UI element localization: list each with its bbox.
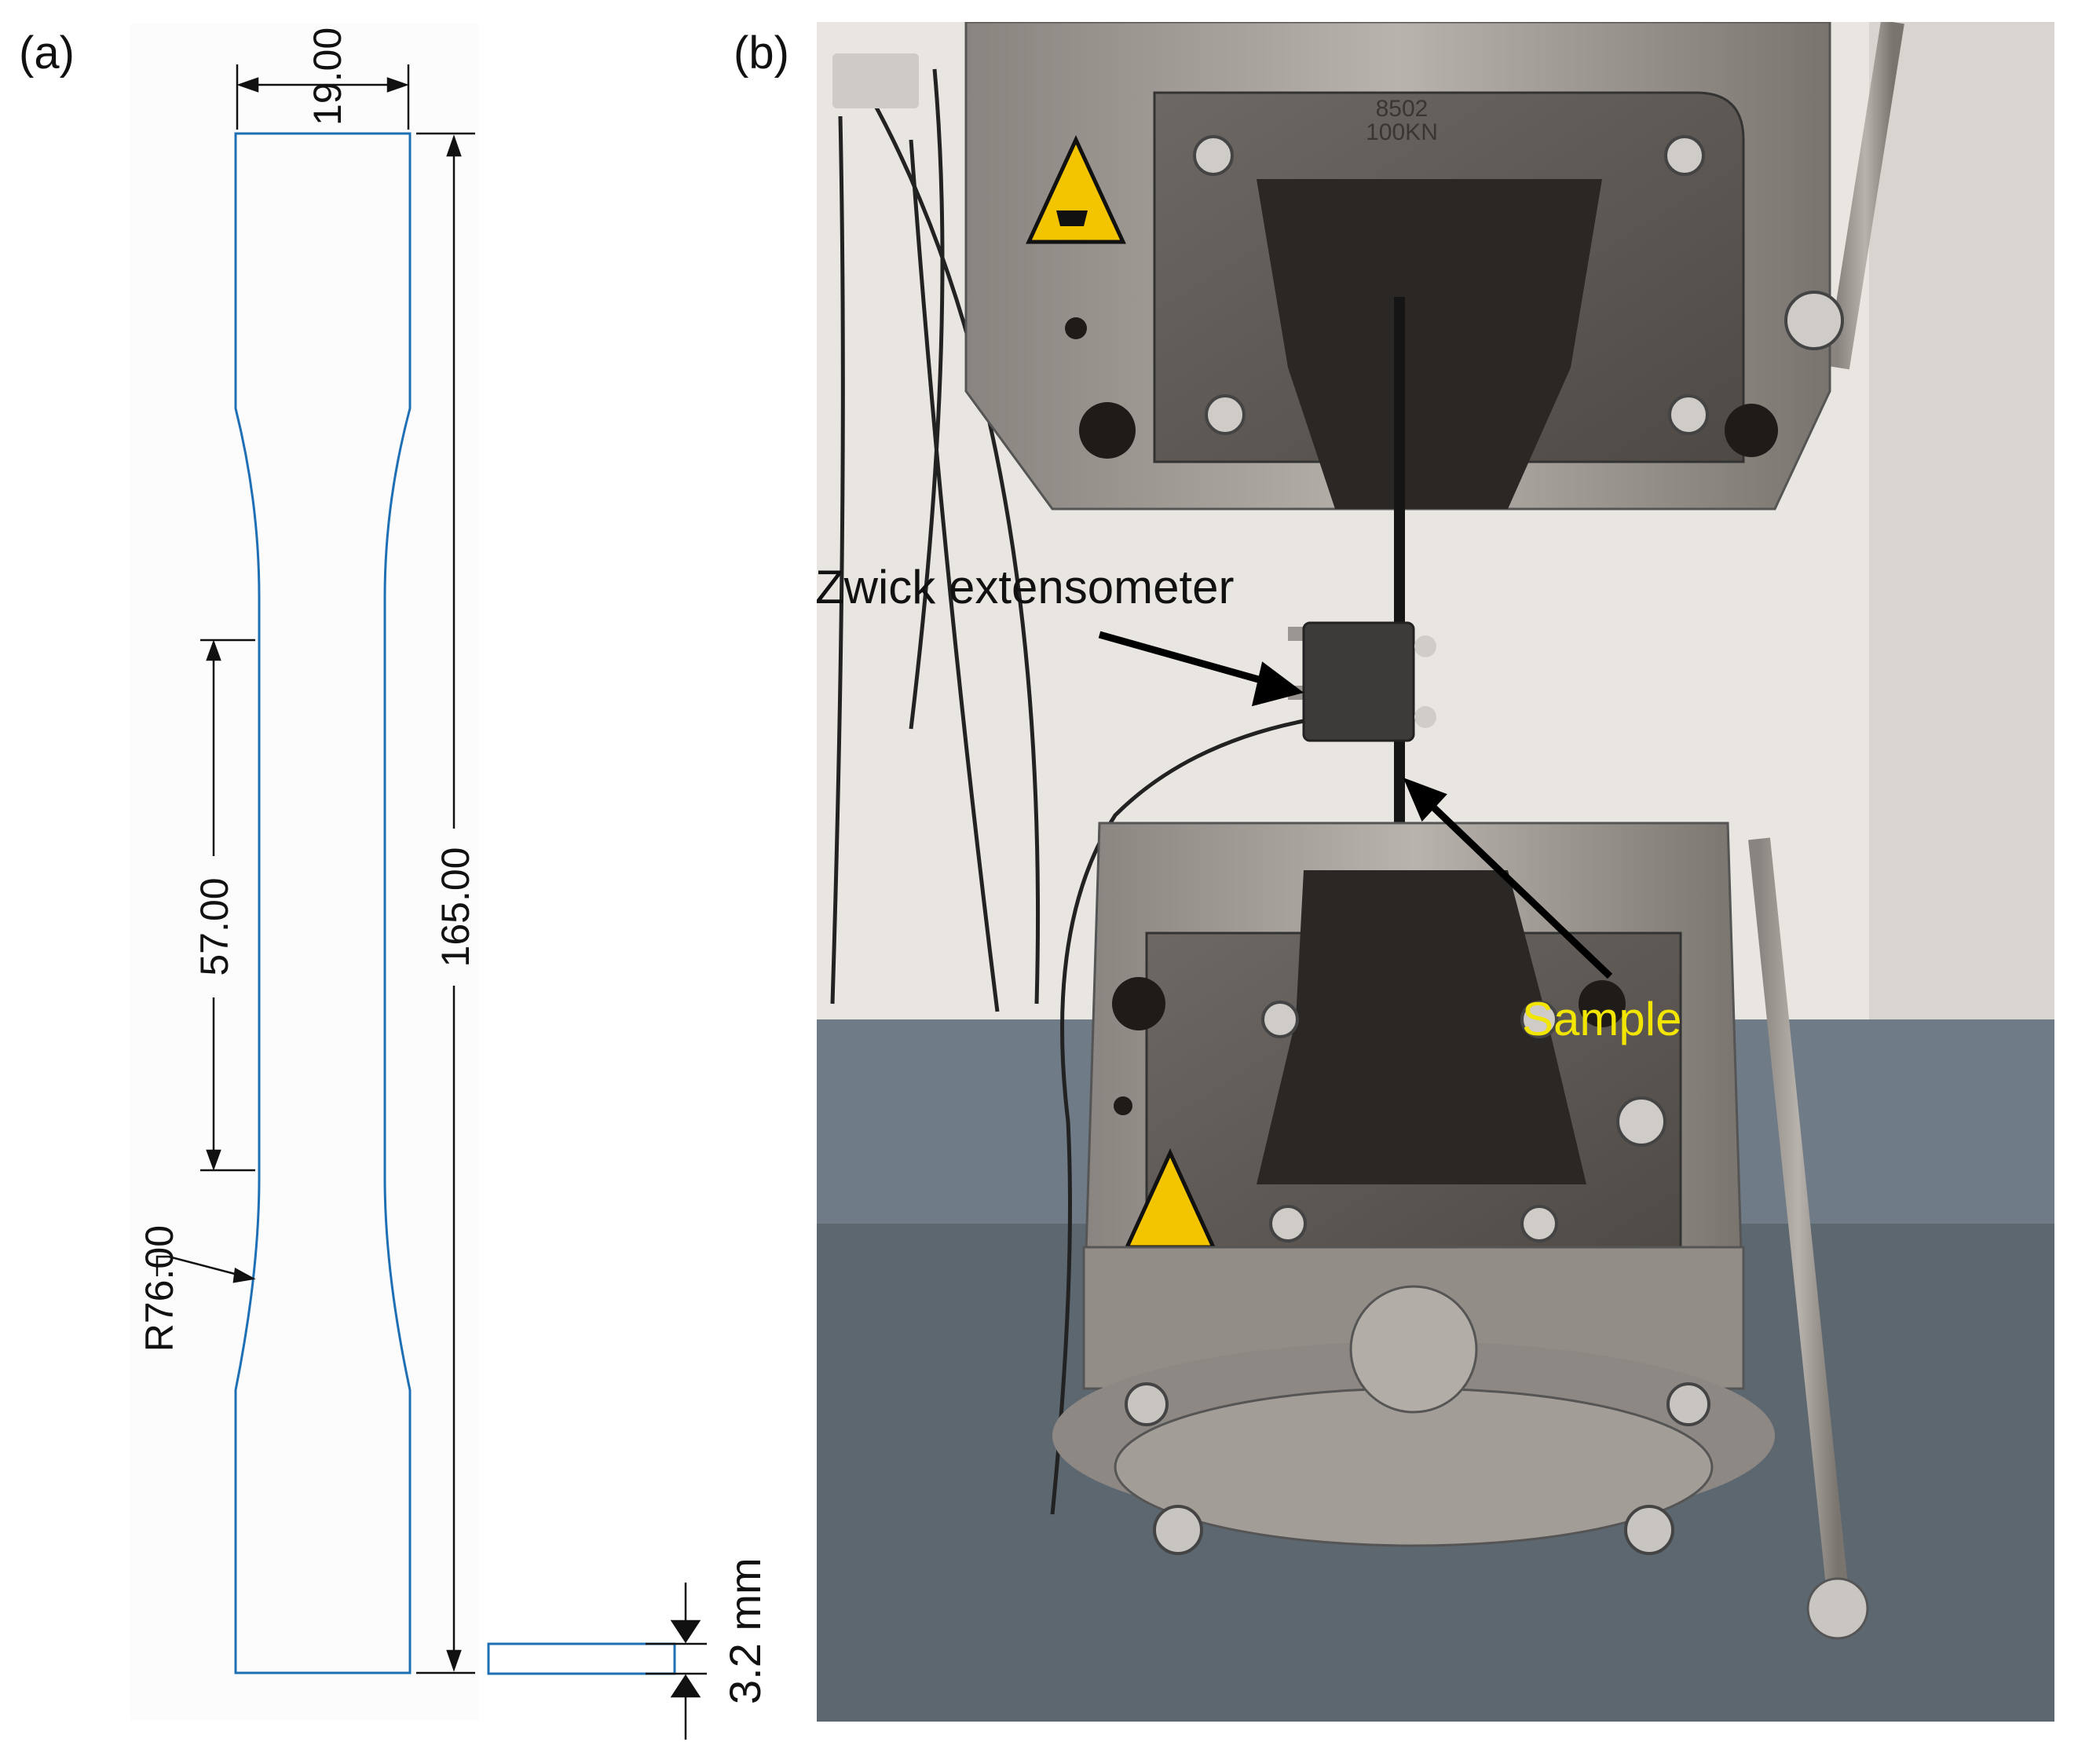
wall-socket	[832, 53, 919, 108]
sample-label: Sample	[1522, 993, 1681, 1045]
length-dimension-label: 165.00	[434, 847, 477, 968]
lower-grip-bolts	[1261, 1001, 1666, 1242]
drawing-background	[130, 24, 479, 1720]
radius-label: R76.00	[137, 1225, 181, 1352]
width-dimension-label: 19.00	[305, 27, 349, 126]
thickness-section	[487, 1642, 676, 1675]
length-dimension	[416, 132, 475, 1674]
lower-grip-opening	[1257, 870, 1586, 1184]
wall-shadow	[1869, 22, 2054, 1019]
panel-label-a: (a)	[19, 27, 75, 79]
lower-grip-holes	[1112, 977, 1626, 1115]
sample-arrow	[1403, 778, 1613, 979]
upper-rod	[1826, 22, 1904, 370]
specimen-drawing: 19.00 165.00 57.00 R76.00 3.2 mm	[130, 24, 770, 1740]
thickness-dimension	[646, 1583, 707, 1740]
upper-grip-opening	[1257, 179, 1602, 509]
warning-sign-upper	[1026, 135, 1126, 244]
lever-knob	[1806, 1577, 1869, 1640]
specimen-outline	[234, 132, 412, 1674]
panel-label-b: (b)	[734, 27, 789, 79]
wall-cables	[830, 68, 1041, 1012]
width-dimension	[236, 64, 410, 130]
thickness-dimension-label: 3.2 mm	[720, 1557, 770, 1704]
gauge-dimension	[200, 639, 255, 1172]
base-bolts	[1125, 1382, 1710, 1555]
extensometer	[1050, 621, 1436, 1515]
upper-grip-holes	[1065, 317, 1778, 459]
extensometer-label: Zwick extensometer	[817, 561, 1235, 613]
upper-grip-marking-2: 100KN	[1366, 119, 1438, 145]
upper-grip-marking: 8502	[1376, 96, 1429, 122]
gauge-dimension-label: 57.00	[192, 877, 236, 975]
upper-grip-bolts	[1193, 135, 1844, 435]
lever-rod	[1748, 837, 1849, 1594]
radius-leader	[155, 1255, 256, 1283]
test-setup-photo: 8502 100KN	[817, 22, 2054, 1722]
base-boss	[1349, 1285, 1478, 1414]
extensometer-arrow	[1098, 631, 1304, 707]
